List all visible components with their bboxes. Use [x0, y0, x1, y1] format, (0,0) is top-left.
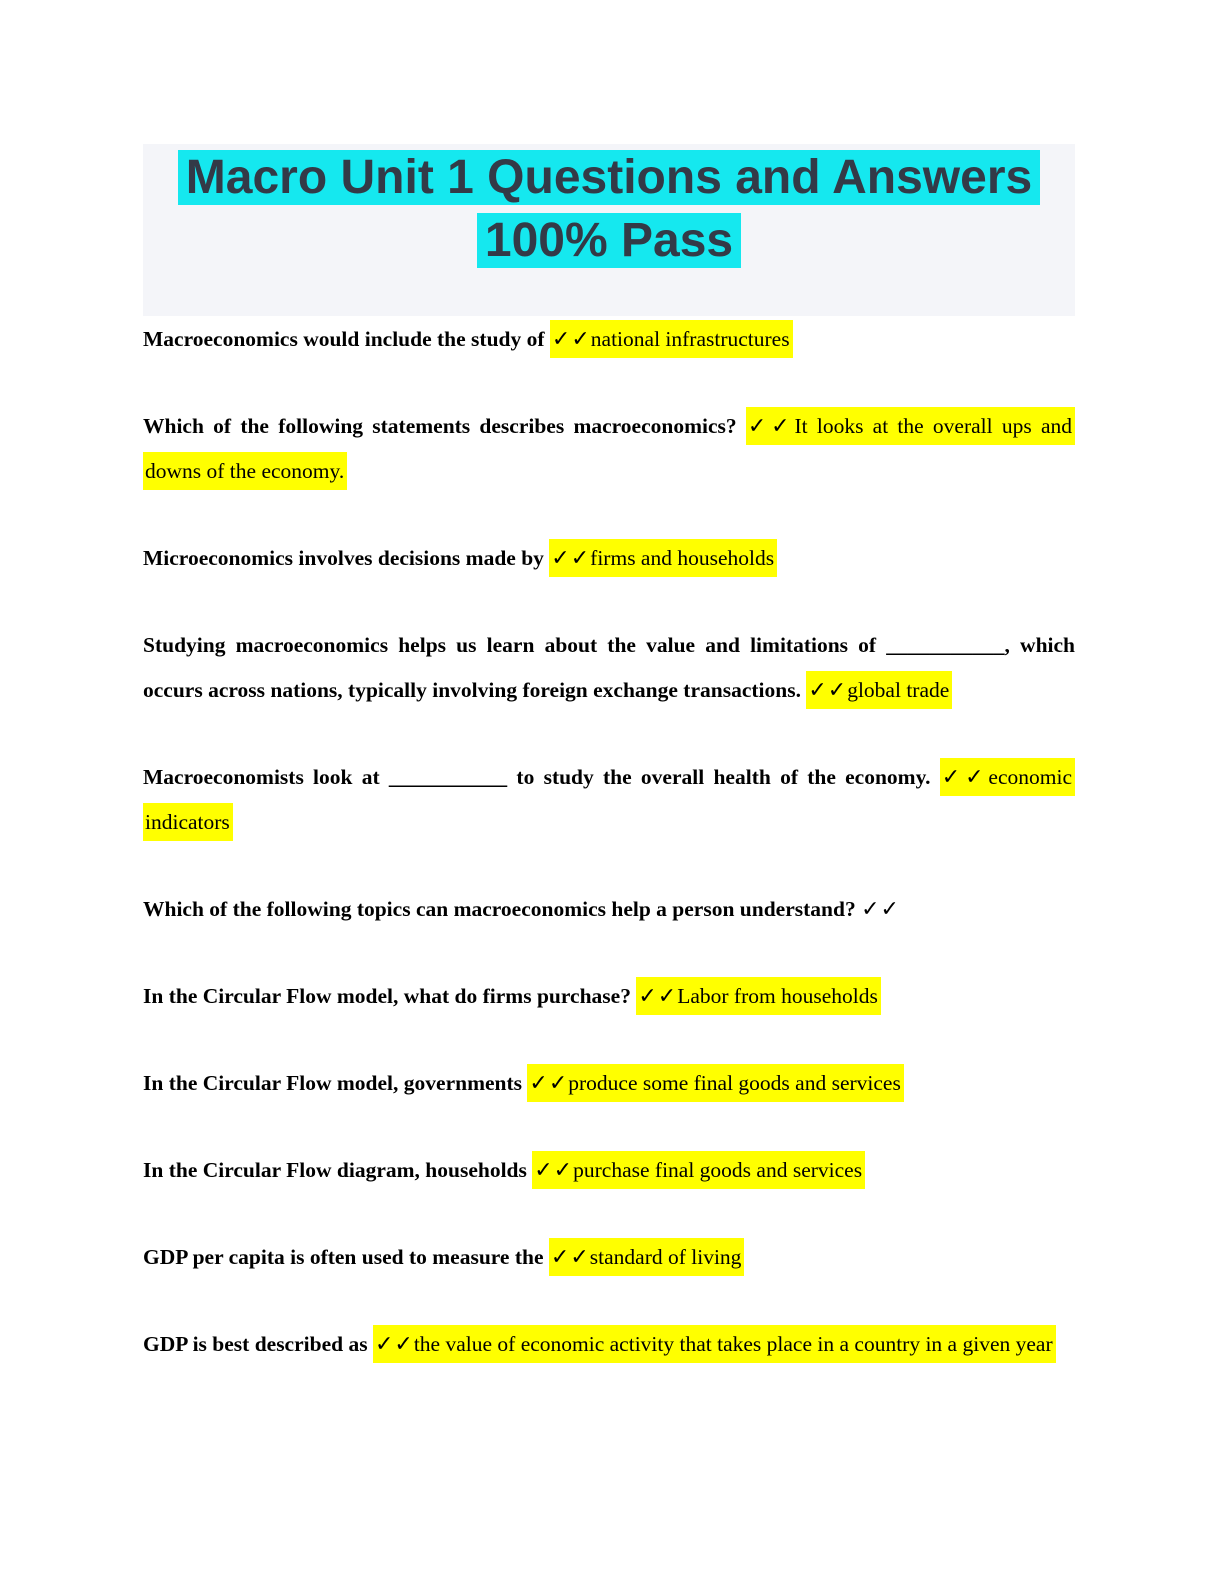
double-check-icon: ✓✓: [551, 546, 591, 571]
answer-highlight: ✓✓the value of economic activity that ta…: [372, 1325, 1056, 1363]
question-text: Macroeconomics would include the study o…: [143, 327, 545, 351]
document-title-line-1: Macro Unit 1 Questions and Answers: [143, 146, 1075, 209]
question-text: In the Circular Flow diagram, households: [143, 1158, 527, 1182]
answer-text: the value of economic activity that take…: [413, 1332, 1053, 1356]
answer-text: economic indicators: [145, 765, 1072, 834]
answer-text: It looks at the overall ups and downs of…: [145, 414, 1073, 483]
question-text: Macroeconomists look at ___________ to s…: [143, 765, 931, 789]
title-highlight: Macro Unit 1 Questions and Answers: [177, 150, 1041, 205]
question-text: Which of the following statements descri…: [143, 414, 737, 438]
double-check-icon: ✓✓: [374, 1332, 414, 1357]
qa-item: GDP is best described as ✓✓the value of …: [143, 1322, 1075, 1367]
qa-item: Studying macroeconomics helps us learn a…: [143, 623, 1075, 713]
qa-item: GDP per capita is often used to measure …: [143, 1235, 1075, 1280]
answer-text: national infrastructures: [590, 327, 790, 351]
double-check-icon: ✓✓: [529, 1071, 569, 1096]
qa-item: In the Circular Flow model, governments …: [143, 1061, 1075, 1106]
document-title-line-2: 100% Pass: [143, 209, 1075, 272]
answer-text: firms and households: [590, 546, 775, 570]
qa-item: Microeconomics involves decisions made b…: [143, 536, 1075, 581]
answer-highlight: ✓✓purchase final goods and services: [532, 1151, 866, 1189]
qa-item: In the Circular Flow diagram, households…: [143, 1148, 1075, 1193]
qa-item: In the Circular Flow model, what do firm…: [143, 974, 1075, 1019]
answer-highlight: ✓✓produce some final goods and services: [527, 1064, 904, 1102]
answer-highlight: ✓✓firms and households: [549, 539, 778, 577]
qa-item: Macroeconomists look at ___________ to s…: [143, 755, 1075, 845]
double-check-icon: ✓✓: [747, 414, 795, 439]
double-check-icon: ✓✓: [534, 1158, 574, 1183]
question-text: GDP is best described as: [143, 1332, 368, 1356]
qa-item: Which of the following topics can macroe…: [143, 887, 1075, 932]
answer-highlight: ✓✓standard of living: [548, 1238, 745, 1276]
document-content: Macro Unit 1 Questions and Answers 100% …: [143, 144, 1076, 1409]
answer-text: Labor from households: [677, 984, 878, 1008]
double-check-icon: ✓✓: [551, 327, 591, 352]
title-header-block: Macro Unit 1 Questions and Answers 100% …: [143, 144, 1075, 316]
answer-highlight: ✓✓Labor from households: [636, 977, 881, 1015]
qa-list: Macroeconomics would include the study o…: [143, 317, 1076, 1367]
qa-item: Which of the following statements descri…: [143, 404, 1076, 494]
double-check-icon: ✓✓: [941, 765, 989, 790]
qa-item: Macroeconomics would include the study o…: [143, 317, 1075, 362]
answer-text: global trade: [847, 678, 950, 702]
question-text: Which of the following topics can macroe…: [143, 897, 856, 921]
answer-text: standard of living: [589, 1245, 742, 1269]
double-check-icon: ✓✓: [808, 678, 848, 703]
question-text: Studying macroeconomics helps us learn a…: [143, 633, 1075, 702]
title-highlight: 100% Pass: [476, 213, 742, 268]
answer-text: produce some final goods and services: [568, 1071, 901, 1095]
question-text: Microeconomics involves decisions made b…: [143, 546, 544, 570]
question-text: In the Circular Flow model, governments: [143, 1071, 523, 1095]
double-check-icon: ✓✓: [550, 1245, 590, 1270]
answer-highlight: ✓✓national infrastructures: [549, 320, 793, 358]
question-text: GDP per capita is often used to measure …: [143, 1245, 544, 1269]
question-text: In the Circular Flow model, what do firm…: [143, 984, 631, 1008]
double-check-icon: ✓✓: [638, 984, 678, 1009]
answer-text: purchase final goods and services: [573, 1158, 863, 1182]
answer-highlight: ✓✓global trade: [806, 671, 953, 709]
double-check-icon: ✓✓: [861, 897, 900, 922]
